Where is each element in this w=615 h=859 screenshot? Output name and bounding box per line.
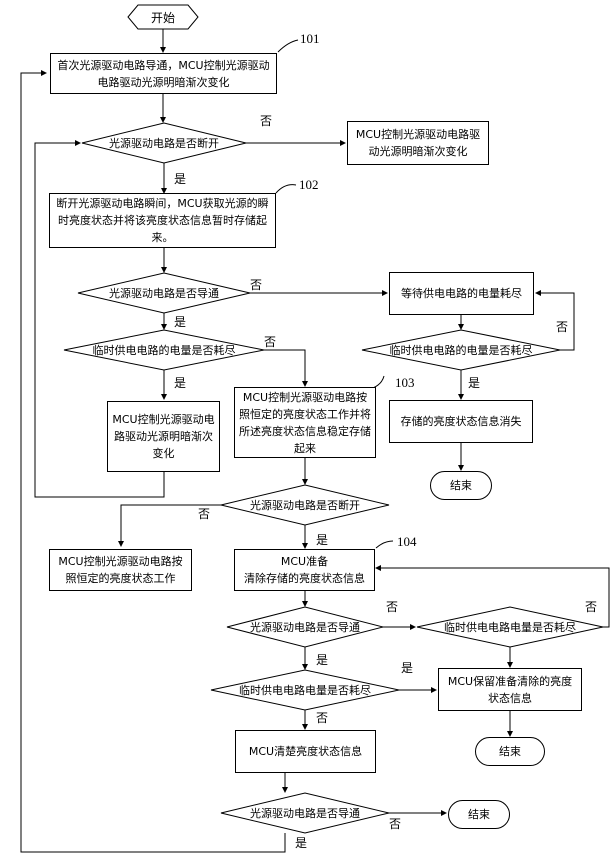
mcu-constant-brightness-box: MCU控制光源驱动电路按照恒定的亮度状态工作 — [49, 549, 192, 591]
label-d8-yes: 是 — [401, 661, 414, 675]
label-d3-no: 否 — [264, 335, 277, 349]
state-info-lost-box: 存储的亮度状态信息消失 — [389, 400, 533, 443]
label-d2-no: 否 — [250, 278, 263, 292]
decision-d5-shape — [220, 484, 390, 526]
step-104-line1: MCU准备 — [280, 555, 329, 568]
ref-103: 103 — [395, 375, 415, 390]
start-shape — [127, 4, 199, 30]
label-d9-no: 否 — [389, 817, 402, 831]
start-terminal: 开始 — [150, 10, 175, 25]
decision-d3: 临时供电电路的电量是否耗尽 — [92, 344, 236, 357]
end-terminal-1: 结束 — [430, 471, 492, 500]
step-102-box: 断开光源驱动电路瞬间，MCU获取光源的瞬时亮度状态并将该亮度状态信息暂时存储起来… — [49, 193, 276, 248]
label-d3-yes: 是 — [174, 376, 187, 390]
decision-d6: 光源驱动电路是否导通 — [250, 621, 360, 634]
ref-102-leader — [275, 184, 297, 194]
label-d1-yes: 是 — [174, 172, 187, 186]
mcu-clear-state-box: MCU清楚亮度状态信息 — [235, 730, 376, 773]
ref-102: 102 — [299, 177, 319, 192]
ref-104-leader — [375, 540, 394, 549]
decision-d2: 光源驱动电路是否导通 — [109, 287, 219, 300]
decision-d9: 光源驱动电路是否导通 — [250, 807, 360, 820]
label-d4-no: 否 — [556, 320, 569, 334]
decision-d5: 光源驱动电路是否断开 — [250, 499, 360, 512]
label-d7-no: 否 — [585, 600, 598, 614]
mcu-keep-state-box: MCU保留准备清除的亮度状态信息 — [438, 668, 582, 711]
label-d1-no: 否 — [260, 114, 273, 128]
step-103-box: MCU控制光源驱动电路按照恒定的亮度状态工作并将所述亮度状态信息稳定存储起来 — [234, 387, 376, 458]
label-d8-no: 否 — [316, 711, 329, 725]
label-d9-yes: 是 — [295, 836, 308, 850]
ref-101-leader — [277, 39, 299, 53]
step-101-box: 首次光源驱动电路导通，MCU控制光源驱动电路驱动光源明暗渐次变化 — [50, 53, 277, 94]
decision-d8: 临时供电电路电量是否耗尽 — [239, 684, 371, 697]
label-d2-yes: 是 — [174, 315, 187, 329]
step-104-line2: 清除存储的亮度状态信息 — [244, 572, 365, 585]
ref-101: 101 — [300, 31, 320, 46]
wait-power-drain-box: 等待供电电路的电量耗尽 — [389, 272, 534, 315]
end-terminal-2: 结束 — [475, 737, 545, 766]
decision-d7: 临时供电电路电量是否耗尽 — [444, 621, 576, 634]
label-d5-yes: 是 — [316, 533, 329, 547]
end-terminal-3: 结束 — [448, 800, 510, 829]
mcu-gradual-change-box: MCU控制光源驱动电路驱动光源明暗渐次变化 — [347, 121, 489, 165]
decision-d4: 临时供电电路的电量是否耗尽 — [389, 344, 533, 357]
label-d6-no: 否 — [386, 600, 399, 614]
label-d6-yes: 是 — [316, 653, 329, 667]
label-d5-no: 否 — [198, 507, 211, 521]
decision-d1: 光源驱动电路是否断开 — [109, 137, 219, 150]
mcu-gradual-change-left-box: MCU控制光源驱动电路驱动光源明暗渐次变化 — [107, 401, 220, 472]
label-d4-yes: 是 — [468, 376, 481, 390]
ref-104: 104 — [397, 534, 417, 549]
step-104-box: MCU准备 清除存储的亮度状态信息 — [234, 549, 375, 591]
